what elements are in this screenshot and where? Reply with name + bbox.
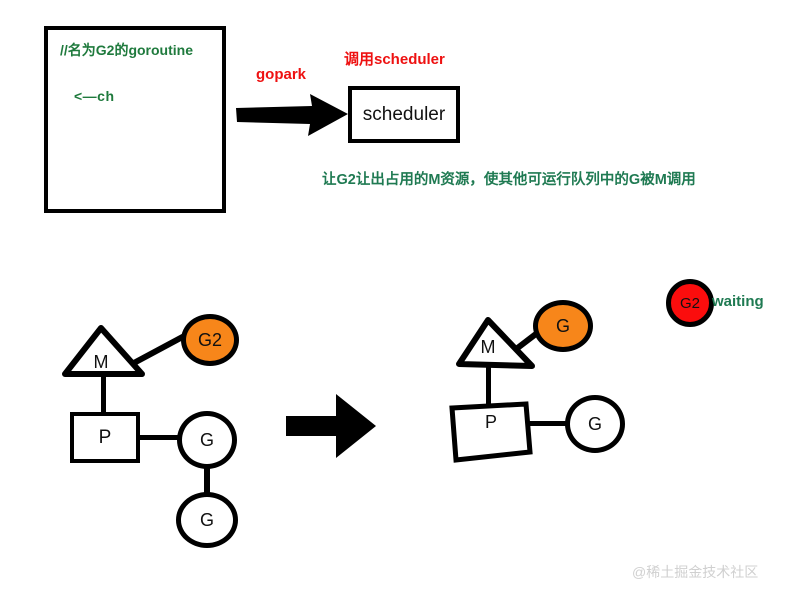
processor-label-before: P <box>98 426 112 448</box>
scheduler-box-label: scheduler <box>362 103 446 125</box>
queue-goroutine-1-label-after: G <box>587 414 602 434</box>
queue-goroutine-1-after: G <box>565 395 625 453</box>
right-arrow-icon <box>286 394 376 458</box>
parked-goroutine-label: G2 <box>679 294 700 312</box>
code-comment-line: //名为G2的goroutine <box>60 42 193 58</box>
queue-goroutine-2-before: G <box>176 492 238 548</box>
link-m-to-p-before <box>101 374 106 414</box>
link-p-to-g-before <box>139 435 181 440</box>
processor-label-after: P <box>484 412 497 432</box>
queue-goroutine-2-label-before: G <box>199 510 214 530</box>
link-m-to-g2-before <box>130 331 190 367</box>
running-goroutine-label-after: G <box>555 316 570 336</box>
parked-goroutine: G2 <box>666 279 714 327</box>
yield-explanation-note: 让G2让出占用的M资源，使其他可运行队列中的G被M调用 <box>322 172 696 188</box>
link-m-to-p-after <box>486 363 491 405</box>
watermark: @稀土掘金技术社区 <box>632 564 759 580</box>
link-g-to-g-before <box>204 466 210 494</box>
gopark-label: gopark <box>256 66 307 83</box>
running-goroutine-label-before: G2 <box>197 330 222 350</box>
waiting-state-label: waiting <box>712 293 764 310</box>
running-goroutine-before: G2 <box>181 314 239 366</box>
machine-label-after: M <box>480 337 496 357</box>
processor-square-after <box>449 401 533 463</box>
code-statement-line: <—ch <box>74 88 115 104</box>
link-p-to-g-after <box>528 421 570 426</box>
scheduler-box: scheduler <box>348 86 460 143</box>
machine-triangle-after <box>456 317 535 369</box>
machine-label-before: M <box>93 352 109 372</box>
running-goroutine-after: G <box>533 300 593 352</box>
call-scheduler-label: 调用scheduler <box>344 51 445 68</box>
queue-goroutine-1-label-before: G <box>199 430 214 450</box>
code-box: //名为G2的goroutine <—ch <box>44 26 226 213</box>
right-arrow-icon <box>236 94 348 136</box>
diagram-before: M P G2 G G <box>0 0 280 600</box>
processor-square-before: P <box>70 412 140 463</box>
